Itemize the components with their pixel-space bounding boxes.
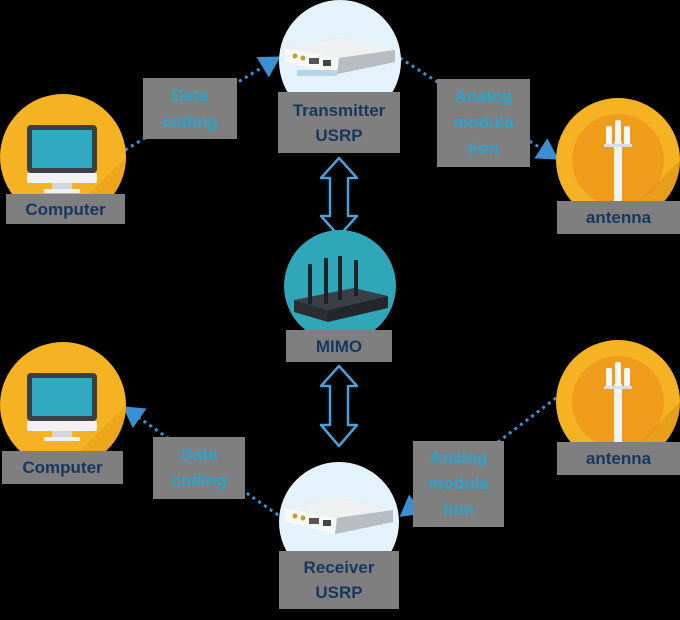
receiver-label: Receiver USRP [279, 551, 399, 609]
monitor-icon [0, 342, 126, 468]
computer-bottom-label: Computer [2, 451, 123, 484]
computer-top-label: Computer [6, 194, 125, 224]
mimo-label: MIMO [286, 330, 392, 362]
analog-modulation-top-label: Analog modula tion [437, 79, 530, 167]
data-coding-top-label: Data coding [143, 78, 237, 139]
antenna-bottom-label: antenna [557, 442, 680, 475]
antenna-top-label: antenna [557, 201, 680, 234]
transmitter-label: Transmitter USRP [278, 92, 400, 153]
data-coding-bottom-label: Data coding [153, 437, 245, 499]
mimo-router-icon [284, 230, 396, 342]
double-arrow-transmitter-mimo [319, 156, 359, 238]
analog-modulation-bottom-label: Analog modula tion [413, 441, 504, 527]
double-arrow-mimo-receiver [319, 364, 359, 448]
